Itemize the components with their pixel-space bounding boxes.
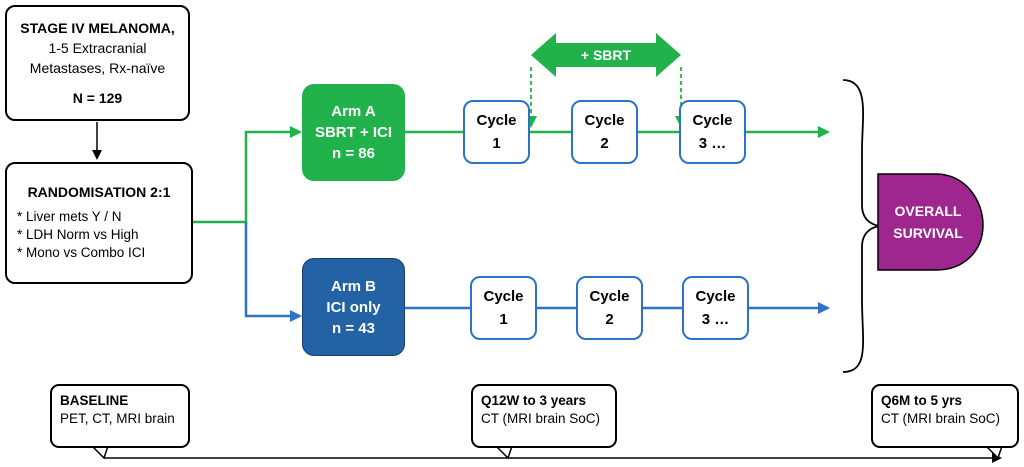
cycle-label: Cycle bbox=[692, 112, 733, 129]
outcome-line1: OVERALL bbox=[894, 203, 962, 219]
timeline-callout-tail-2 bbox=[495, 445, 513, 460]
cycle-number: 3 … bbox=[701, 311, 730, 328]
overall-survival-shape bbox=[877, 173, 984, 271]
arm-b-cycle-3: Cycle 3 … bbox=[682, 276, 749, 340]
outcome-brace bbox=[842, 79, 881, 373]
population-title: STAGE IV MELANOMA, bbox=[20, 20, 175, 36]
arm-b-treatment: ICI only bbox=[326, 298, 381, 316]
cycle-label: Cycle bbox=[589, 288, 630, 305]
cycle-number: 1 bbox=[499, 311, 508, 328]
stratifier-liver-mets: * Liver mets Y / N bbox=[17, 209, 122, 224]
cycle-label: Cycle bbox=[476, 112, 517, 129]
arm-a-treatment: SBRT + ICI bbox=[314, 124, 393, 141]
arm-a-title: Arm A bbox=[331, 103, 376, 120]
population-n: N = 129 bbox=[72, 90, 123, 106]
randomisation-title: RANDOMISATION 2:1 bbox=[27, 184, 171, 200]
timeline-q6m: Q6M to 5 yrs CT (MRI brain SoC) bbox=[871, 384, 1019, 448]
cycle-label: Cycle bbox=[584, 112, 625, 129]
timeline-q12w: Q12W to 3 years CT (MRI brain SoC) bbox=[471, 384, 617, 448]
timeline-baseline-detail: PET, CT, MRI brain bbox=[60, 411, 175, 426]
arm-a-n: n = 86 bbox=[332, 145, 375, 162]
arm-b-cycle-1: Cycle 1 bbox=[470, 276, 537, 340]
stratifier-ici-type: * Mono vs Combo ICI bbox=[17, 245, 146, 260]
cycle-number: 3 … bbox=[698, 135, 727, 152]
arrow-to-arm-a bbox=[193, 126, 302, 224]
cycle-number: 1 bbox=[492, 135, 501, 152]
randomisation-box: RANDOMISATION 2:1 * Liver mets Y / N * L… bbox=[5, 162, 193, 284]
sbrt-double-arrow bbox=[531, 33, 681, 77]
arm-b-box: Arm B ICI only n = 43 bbox=[302, 258, 405, 356]
population-line2: 1-5 Extracranial bbox=[48, 40, 147, 56]
timeline-q6m-title: Q6M to 5 yrs bbox=[881, 393, 963, 408]
overall-survival-box: OVERALL SURVIVAL bbox=[878, 174, 978, 270]
arm-b-cycle-2: Cycle 2 bbox=[576, 276, 643, 340]
cycle-number: 2 bbox=[600, 135, 609, 152]
cycle-label: Cycle bbox=[695, 288, 736, 305]
timeline-baseline: BASELINE PET, CT, MRI brain bbox=[50, 384, 190, 448]
arrow-to-arm-b bbox=[244, 222, 302, 322]
timeline-q12w-detail: CT (MRI brain SoC) bbox=[481, 411, 601, 426]
timeline-baseline-title: BASELINE bbox=[60, 393, 129, 408]
sbrt-label: + SBRT bbox=[580, 47, 632, 63]
arm-a-cycle-2: Cycle 2 bbox=[571, 100, 638, 164]
population-box: STAGE IV MELANOMA, 1-5 Extracranial Meta… bbox=[5, 5, 190, 121]
cycle-number: 2 bbox=[605, 311, 614, 328]
timeline-callout-tail-1 bbox=[91, 445, 109, 460]
arm-b-title: Arm B bbox=[330, 277, 376, 295]
population-line3: Metastases, Rx-naïve bbox=[29, 60, 166, 76]
stratifier-ldh: * LDH Norm vs High bbox=[17, 227, 139, 242]
arm-a-cycle-3: Cycle 3 … bbox=[679, 100, 746, 164]
arm-b-n: n = 43 bbox=[332, 319, 375, 337]
timeline-callout-tail-3 bbox=[985, 445, 1003, 460]
timeline-q12w-title: Q12W to 3 years bbox=[481, 393, 587, 408]
cycle-label: Cycle bbox=[483, 288, 524, 305]
outcome-line2: SURVIVAL bbox=[893, 225, 963, 241]
timeline-q6m-detail: CT (MRI brain SoC) bbox=[881, 411, 1001, 426]
arm-a-box: Arm A SBRT + ICI n = 86 bbox=[302, 84, 405, 181]
arm-a-cycle-1: Cycle 1 bbox=[463, 100, 530, 164]
